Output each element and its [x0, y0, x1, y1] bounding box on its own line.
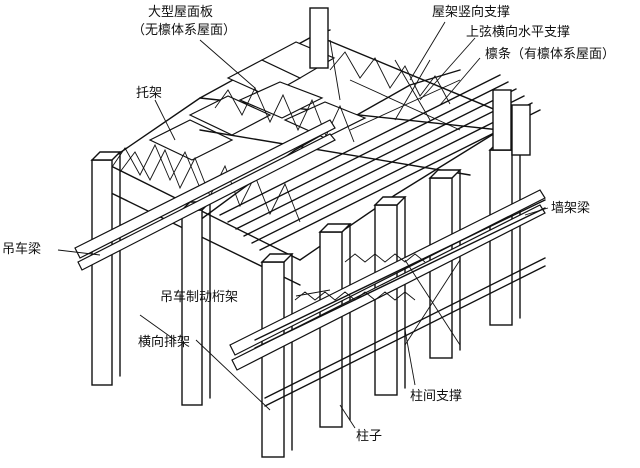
- leader-support-truss: [154, 99, 176, 141]
- column-top: [260, 253, 294, 263]
- column-top: [318, 223, 352, 233]
- truss-web: [329, 51, 451, 105]
- wall-girt: [254, 207, 546, 349]
- label-crane-braking-truss: 吊车制动桁架: [160, 289, 238, 305]
- label-wall-girt: 墙架梁: [551, 201, 590, 216]
- leader-crane-beam: [57, 249, 101, 256]
- roof-ridge: [314, 34, 521, 121]
- leader-column: [339, 404, 356, 429]
- label-crane-beam: 吊车梁: [2, 241, 41, 257]
- label-column-bracing: 柱间支撑: [410, 389, 462, 404]
- vertical-bracing: [394, 59, 431, 121]
- column: [511, 104, 531, 156]
- support-truss-web: [109, 143, 201, 189]
- leader-transverse-bent: [139, 314, 176, 341]
- vertical-bracing: [329, 39, 341, 101]
- purlin: [251, 102, 533, 244]
- leader-top-chord-bracing: [419, 37, 476, 101]
- column-bracing: [404, 259, 461, 346]
- crane-beam: [74, 119, 336, 259]
- large-roof-panel: [188, 95, 272, 136]
- wall-girts: [254, 199, 546, 407]
- braking-truss-web: [344, 253, 426, 263]
- column-top: [90, 151, 122, 161]
- label-transverse-bent: 横向排架: [138, 334, 190, 350]
- label-purlin: 檩条（有檩体系屋面）: [485, 46, 615, 62]
- column-top: [428, 169, 462, 179]
- crane-beam: [77, 133, 336, 271]
- label-support-truss: 托架: [136, 86, 162, 101]
- wall-girt: [264, 265, 546, 407]
- label-column: 柱子: [356, 429, 382, 444]
- column-brace: [404, 259, 461, 346]
- roof-truss-top-chord: [199, 69, 461, 221]
- leader-transverse-bent-2: [195, 339, 271, 411]
- label-large-roof-panel-note: （无檩体系屋面）: [132, 23, 236, 38]
- column: [91, 159, 113, 386]
- wall-girt: [264, 257, 546, 399]
- support-truss: [109, 143, 201, 189]
- column: [492, 89, 512, 151]
- crane-beams: [74, 119, 546, 371]
- column: [181, 209, 203, 406]
- label-top-chord-horizontal-bracing: 上弦横向水平支撑: [466, 24, 570, 40]
- columns: [90, 7, 531, 458]
- leader-purlin: [439, 57, 481, 106]
- column-top: [373, 196, 407, 206]
- leader-wall-girt: [524, 207, 549, 216]
- purlin: [243, 95, 525, 237]
- column: [374, 204, 398, 396]
- column: [261, 261, 285, 458]
- label-roof-vertical-bracing: 屋架竖向支撑: [432, 4, 510, 20]
- purlin: [235, 88, 517, 230]
- wall-girt: [254, 199, 546, 341]
- leader-column-bracing: [404, 329, 416, 386]
- purlin: [227, 81, 509, 223]
- column: [319, 231, 343, 428]
- purlin: [219, 74, 501, 216]
- label-large-roof-panel: 大型屋面板: [148, 5, 213, 20]
- labels: 大型屋面板 （无檩体系屋面） 屋架竖向支撑 上弦横向水平支撑 檩条（有檩体系屋面…: [2, 4, 615, 444]
- leader-roof-vertical-bracing: [409, 21, 446, 81]
- leader-lines: [57, 21, 549, 429]
- horizontal-bracing: [349, 79, 461, 131]
- column: [309, 7, 329, 69]
- leader-large-roof-panel: [199, 39, 256, 89]
- leader-braking-truss: [295, 289, 331, 297]
